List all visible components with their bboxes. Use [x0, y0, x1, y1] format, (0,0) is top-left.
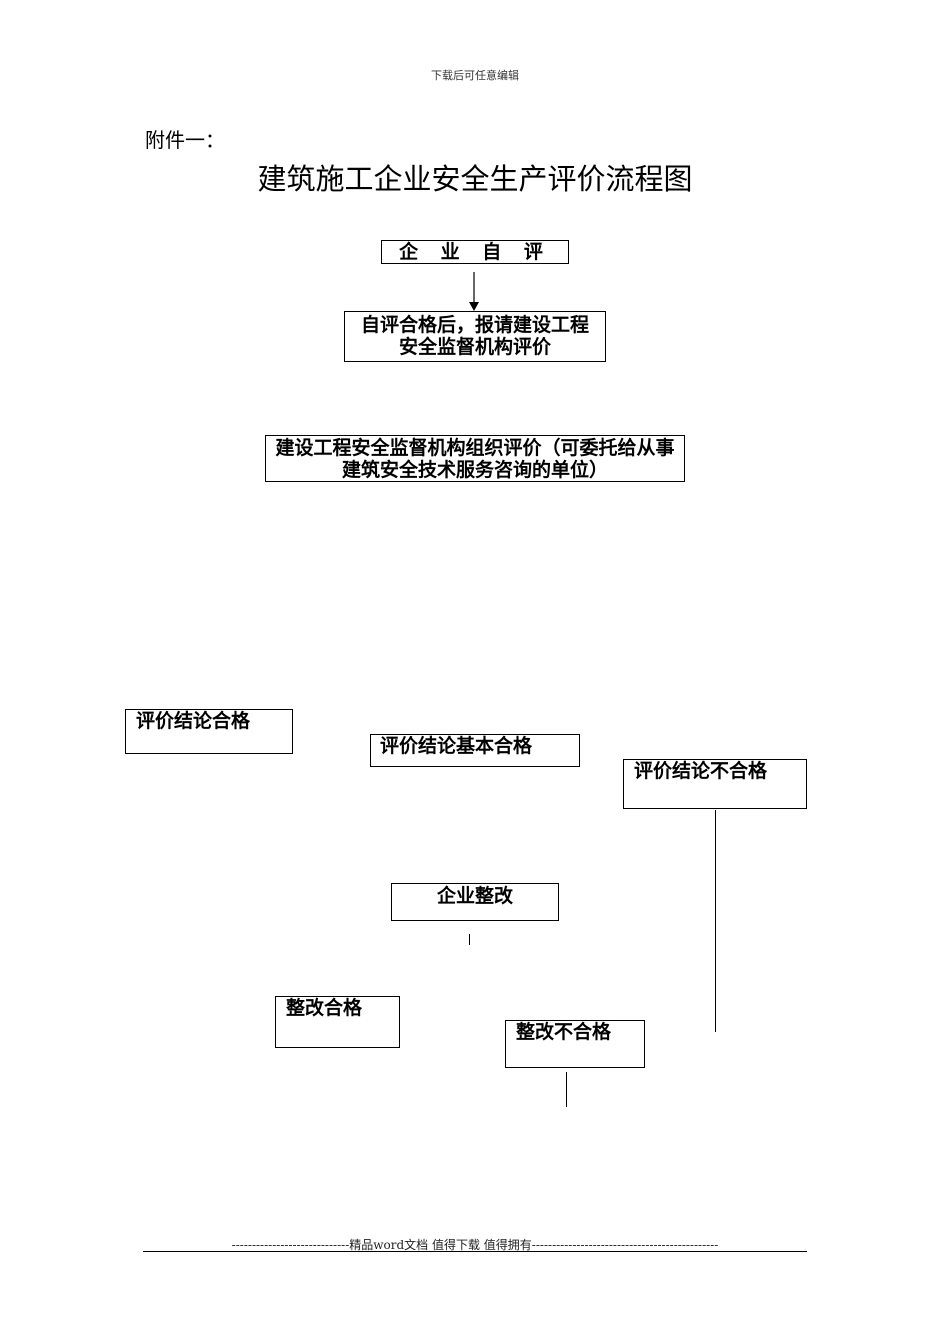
box-rectify-fail-label: 整改不合格 — [516, 1021, 612, 1043]
box-self-eval-label: 企 业 自 评 — [399, 241, 551, 263]
box-rectify-fail: 整改不合格 — [505, 1020, 645, 1068]
box-rectify-pass: 整改合格 — [275, 996, 400, 1048]
attachment-label: 附件一： — [145, 128, 225, 152]
connector-line-rectify-fail — [566, 1072, 567, 1107]
box-conclusion-pass-label: 评价结论合格 — [136, 710, 251, 732]
connector-tick-rectify — [469, 934, 470, 945]
page-title: 建筑施工企业安全生产评价流程图 — [257, 162, 693, 196]
arrow-down-icon — [469, 272, 479, 311]
header-note: 下载后可任意编辑 — [431, 69, 519, 82]
connector-line-fail — [715, 810, 716, 1032]
box-rectify: 企业整改 — [391, 883, 559, 921]
box-organize-evaluation: 建设工程安全监督机构组织评价（可委托给从事建筑安全技术服务咨询的单位） — [265, 435, 685, 482]
box-rectify-label: 企业整改 — [436, 885, 513, 907]
footer-divider — [143, 1251, 807, 1252]
box-report-label: 自评合格后，报请建设工程安全监督机构评价 — [360, 314, 589, 358]
box-report-to-supervision: 自评合格后，报请建设工程安全监督机构评价 — [344, 311, 606, 362]
footer-note: -----------------------------精品word文档 值得… — [231, 1238, 719, 1252]
box-conclusion-basic-pass: 评价结论基本合格 — [370, 734, 580, 767]
box-conclusion-pass: 评价结论合格 — [125, 709, 293, 754]
box-conclusion-fail-label: 评价结论不合格 — [634, 760, 768, 782]
box-conclusion-basic-pass-label: 评价结论基本合格 — [380, 735, 533, 757]
box-conclusion-fail: 评价结论不合格 — [623, 759, 807, 809]
box-rectify-pass-label: 整改合格 — [286, 997, 363, 1019]
box-self-eval: 企 业 自 评 — [381, 240, 569, 264]
box-organize-label: 建设工程安全监督机构组织评价（可委托给从事建筑安全技术服务咨询的单位） — [275, 437, 675, 481]
